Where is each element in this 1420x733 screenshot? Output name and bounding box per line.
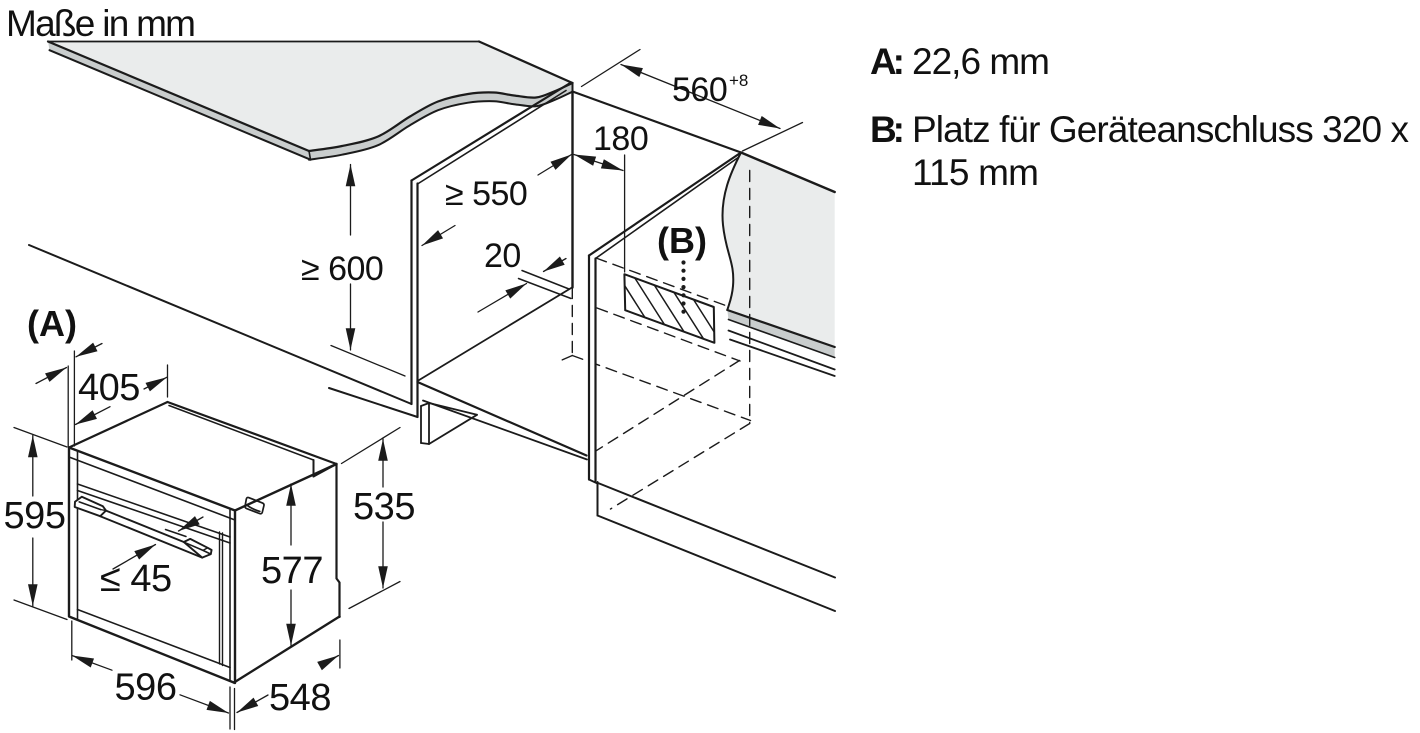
dimension-arrow bbox=[542, 256, 567, 273]
niche-drawing: 560 +8 180 ≥ 550 ≥ 600 20 (B) bbox=[28, 40, 836, 612]
dimension-arrow bbox=[74, 406, 111, 426]
dim-niche-height-600 bbox=[330, 163, 406, 377]
dim-front-height-595 bbox=[13, 426, 68, 621]
worktop-left bbox=[46, 40, 574, 161]
dim-rear-height-535 bbox=[340, 426, 401, 610]
extension-line bbox=[330, 344, 406, 377]
extension-line bbox=[580, 48, 641, 88]
dim-width-tolerance: +8 bbox=[729, 71, 748, 90]
dim-577-label: 577 bbox=[261, 550, 323, 592]
cabinet-front-edge-lower bbox=[328, 387, 419, 418]
oven-drawing: (A) 405 595 ≤ 45 577 535 596 548 bbox=[4, 303, 416, 731]
dimension-arrow bbox=[573, 153, 624, 172]
cabinet-front-edge bbox=[28, 244, 413, 405]
dim-405-label: 405 bbox=[78, 367, 140, 409]
b-dotted-leader bbox=[681, 260, 686, 314]
dimension-arrow bbox=[477, 282, 528, 313]
gap-edge-line bbox=[517, 277, 572, 300]
dimension-arrow bbox=[179, 694, 230, 714]
legend-a-key: A: bbox=[870, 41, 905, 82]
dim-niche-width-560 bbox=[580, 48, 804, 152]
rear-wall-panel bbox=[587, 151, 743, 485]
legend-b-key: B: bbox=[870, 109, 905, 150]
niche-dimension-labels: 560 +8 180 ≥ 550 ≥ 600 20 (B) bbox=[301, 71, 748, 288]
oven-side-grip bbox=[244, 496, 265, 515]
dim-connection-offset-180 bbox=[573, 153, 626, 273]
extension-line bbox=[340, 426, 401, 465]
dim-handle-clearance-45 bbox=[112, 516, 204, 570]
dim-595-label: 595 bbox=[4, 495, 66, 537]
legend-a-text: 22,6 mm bbox=[912, 41, 1050, 82]
dim-535-label: 535 bbox=[353, 486, 415, 528]
dimension-arrow bbox=[35, 366, 68, 385]
oven-top-face bbox=[67, 400, 341, 684]
ref-a-label: (A) bbox=[27, 303, 77, 344]
dimension-arrow bbox=[236, 694, 269, 714]
legend: A: 22,6 mm B: Platz für Geräteanschluss … bbox=[870, 41, 1410, 193]
door-reference-line bbox=[164, 528, 187, 538]
dimension-arrow bbox=[112, 543, 157, 570]
oven-handle bbox=[73, 495, 213, 559]
oven-front-face bbox=[67, 446, 237, 685]
dim-gap-label: 20 bbox=[484, 237, 521, 275]
dim-rear-gap-20 bbox=[477, 256, 572, 313]
dim-top-depth-405 bbox=[74, 364, 169, 426]
dimension-arrow bbox=[317, 654, 340, 671]
legend-b-text-line1: Platz für Geräteanschluss 320 x bbox=[912, 109, 1410, 150]
dimension-arrow bbox=[620, 63, 781, 130]
gap-edge-line bbox=[521, 269, 570, 290]
ref-b-label: (B) bbox=[657, 220, 707, 261]
dim-596-label: 596 bbox=[115, 667, 177, 709]
niche-plinth bbox=[420, 402, 478, 445]
dim-height-label: ≥ 600 bbox=[301, 250, 383, 288]
dim-front-width-596 bbox=[71, 620, 236, 731]
dimension-arrow bbox=[75, 342, 103, 358]
dimension-arrow bbox=[143, 376, 168, 392]
niche-side-panel bbox=[410, 81, 573, 419]
extension-line bbox=[741, 121, 804, 152]
dim-depth-label: ≥ 550 bbox=[445, 175, 527, 213]
worktop-right bbox=[721, 151, 836, 377]
dimension-arrow bbox=[537, 153, 573, 176]
legend-b-text-line2: 115 mm bbox=[912, 152, 1039, 193]
dim-45-label: ≤ 45 bbox=[100, 558, 172, 600]
dim-offset-label: 180 bbox=[593, 120, 648, 158]
niche-floor bbox=[416, 380, 588, 461]
extension-line bbox=[13, 599, 68, 621]
dim-front-protrusion-a bbox=[35, 342, 103, 448]
extension-line bbox=[348, 580, 401, 610]
dimension-arrow bbox=[71, 654, 113, 671]
dim-548-label: 548 bbox=[269, 677, 331, 719]
right-plinth bbox=[596, 481, 836, 612]
extension-line bbox=[13, 426, 68, 448]
dimension-arrow bbox=[421, 224, 456, 247]
dimension-arrow bbox=[177, 516, 204, 532]
oven-dimension-lines bbox=[13, 342, 401, 731]
hidden-edges bbox=[561, 257, 752, 510]
niche-dimension-lines bbox=[330, 48, 804, 377]
dim-width-label: 560 bbox=[672, 71, 727, 109]
page-title: Maße in mm bbox=[6, 3, 196, 44]
dim-body-depth-548 bbox=[236, 639, 341, 714]
dim-niche-depth-550 bbox=[421, 153, 573, 247]
oven-dimension-labels: (A) 405 595 ≤ 45 577 535 596 548 bbox=[4, 303, 416, 719]
